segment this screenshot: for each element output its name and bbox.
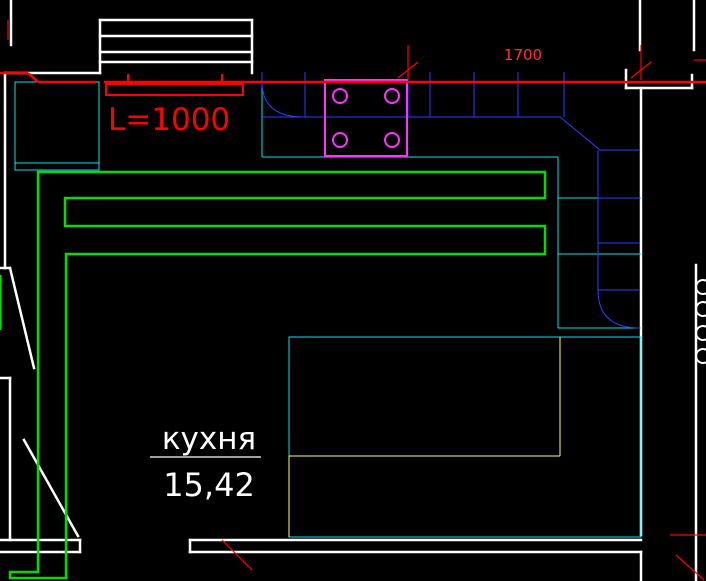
- dimension-line: [7, 20, 706, 581]
- supply-pipe: [0, 71, 706, 84]
- burner: [332, 88, 348, 104]
- radiator-sections-right: [695, 279, 706, 364]
- floor-heating-loop: [8, 170, 547, 580]
- burner: [384, 132, 400, 148]
- dining-table-outline: [288, 336, 642, 538]
- upper-cabinets: [261, 72, 641, 329]
- burner: [332, 132, 348, 148]
- burner: [384, 88, 400, 104]
- kitchen-furniture: [14, 72, 642, 538]
- cooktop: [324, 79, 408, 157]
- table-yellow: [288, 337, 561, 537]
- dimension-1700: 1700: [504, 46, 542, 64]
- room-area: 15,42: [163, 466, 255, 504]
- heater-length-label: L=1000: [108, 102, 230, 138]
- heater-marker: [105, 74, 244, 96]
- room-name: кухня: [162, 421, 256, 457]
